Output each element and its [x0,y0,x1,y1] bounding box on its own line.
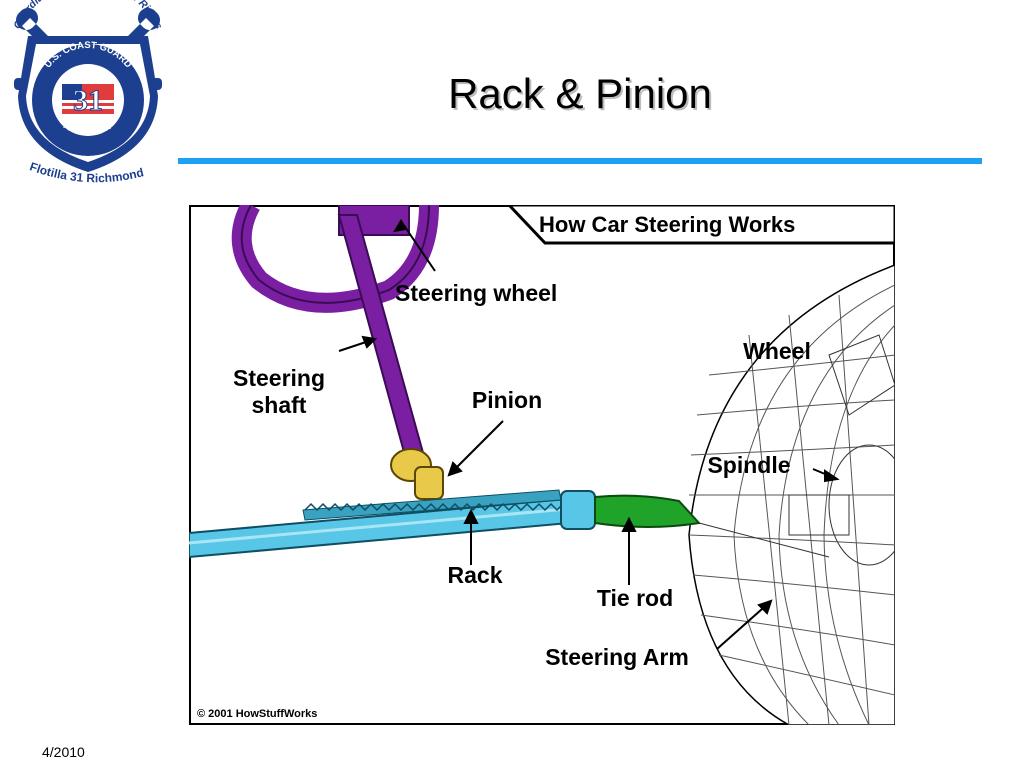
logo-ring-bottom-text: AUXILIARY [61,120,115,138]
svg-text:31: 31 [73,84,103,117]
coast-guard-auxiliary-logo: U.S. COAST GUARD AUXILIARY 31 Guardians … [11,0,164,185]
pinion-graphic [390,448,444,500]
rack-graphic [189,489,606,559]
title-underline [178,158,982,164]
label-tie-rod: Tie rod [597,585,673,611]
label-pinion: Pinion [472,387,542,413]
diagram-copyright: © 2001 HowStuffWorks [197,708,317,720]
label-steering-shaft-line2: shaft [252,392,307,418]
svg-text:How Car Steering Works: How Car Steering Works [539,212,795,237]
label-spindle: Spindle [707,452,790,478]
slide-date: 4/2010 [42,744,85,760]
tie-rod-graphic [594,494,830,558]
label-steering-arm: Steering Arm [545,644,689,670]
label-wheel: Wheel [743,338,811,364]
label-rack: Rack [448,562,503,588]
diagram-header: How Car Steering Works [506,205,895,245]
steering-diagram: How Car Steering Works Steering wheel St… [189,205,895,725]
leader-lines [338,218,840,650]
flotilla-number-emblem: 31 [62,84,114,118]
label-steering-shaft-line1: Steering [233,365,325,391]
slide-title: Rack & Pinion [448,70,712,117]
label-steering-wheel: Steering wheel [395,280,557,306]
wheel-wireframe [688,264,895,725]
